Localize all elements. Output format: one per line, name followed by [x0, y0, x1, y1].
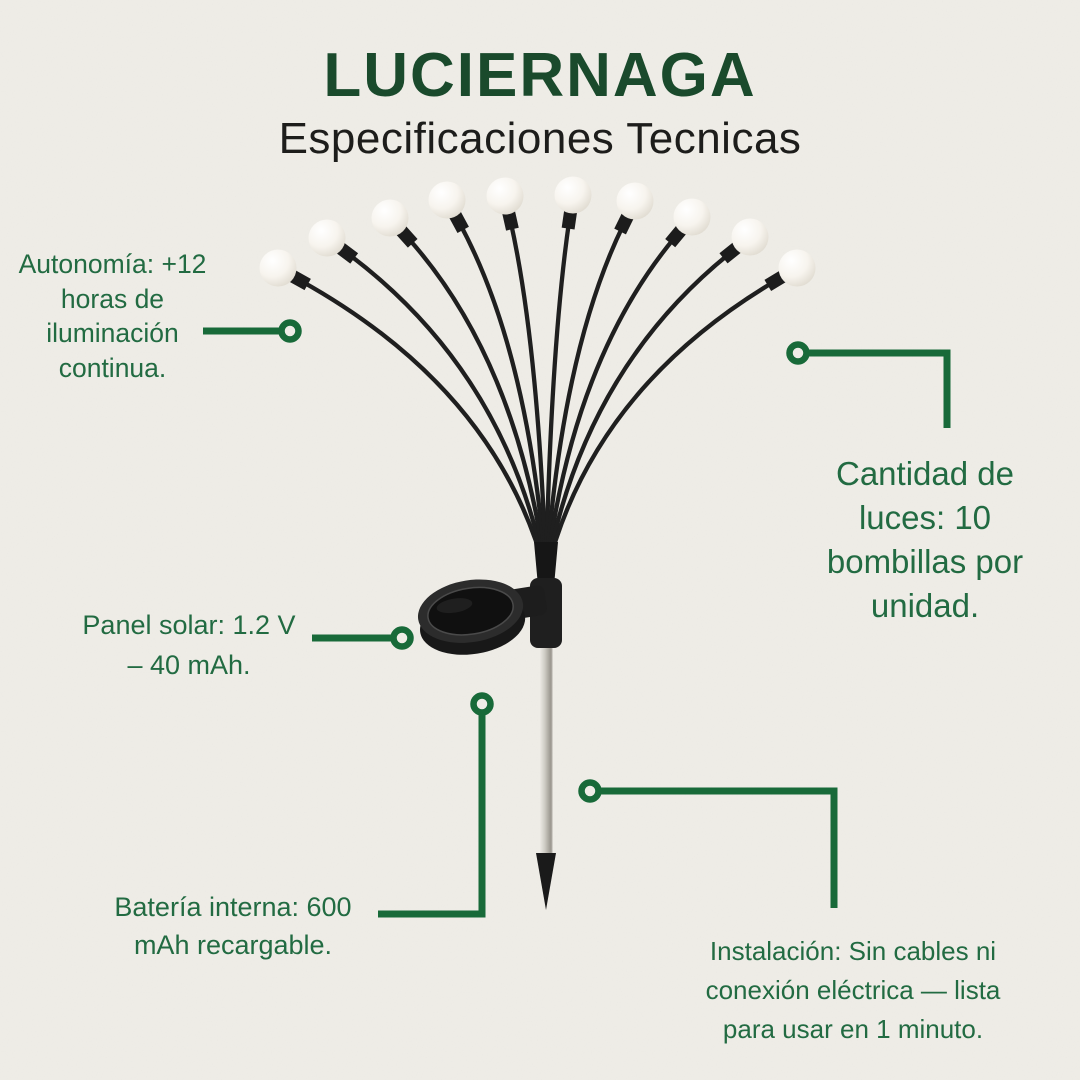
- page-title: LUCIERNAGA: [323, 41, 757, 110]
- light-bulb: [486, 177, 524, 215]
- light-bulb: [371, 199, 409, 237]
- annotation-autonomia: Autonomía: +12 horas de iluminación cont…: [18, 249, 207, 383]
- panel-glare: [436, 598, 473, 614]
- light-stem: [457, 220, 549, 577]
- connector-instalacion-line: [600, 787, 838, 908]
- connector-cantidad-line: [808, 349, 951, 428]
- light-stem: [543, 234, 678, 577]
- light-stem: [345, 251, 549, 577]
- stake-tip: [536, 853, 556, 910]
- solar-panel: [417, 579, 547, 655]
- light-bulb: [554, 176, 592, 214]
- light-bulb: [673, 198, 711, 236]
- light-stem: [405, 235, 549, 577]
- stem-bundle-wrap: [534, 542, 558, 586]
- annotation-instalacion: Instalación: Sin cables ni conexión eléc…: [705, 936, 1001, 1044]
- light-bulb: [616, 182, 654, 220]
- light-bulb: [259, 249, 297, 287]
- light-stem: [508, 219, 549, 577]
- connectors-group: [203, 319, 951, 918]
- bulbs-group: [259, 176, 816, 291]
- light-bulb: [428, 181, 466, 219]
- connector-autonomia-ring: [278, 319, 302, 343]
- light-stem: [543, 251, 732, 577]
- connector-cantidad-ring: [786, 341, 810, 365]
- light-stem: [543, 279, 777, 577]
- header: LUCIERNAGA Especificaciones Tecnicas: [0, 44, 1080, 166]
- stems-group: [298, 218, 777, 577]
- light-stem: [298, 278, 549, 577]
- ground-stake: [539, 640, 553, 858]
- annotation-panel-solar: Panel solar: 1.2 V – 40 mAh.: [82, 610, 296, 680]
- light-bulb: [731, 218, 769, 256]
- connector-bateria-line: [378, 714, 486, 918]
- light-stem: [543, 218, 572, 577]
- solar-cell: [427, 586, 514, 636]
- page-subtitle: Especificaciones Tecnicas: [278, 114, 802, 163]
- connector-instalacion-ring: [578, 779, 602, 803]
- annotation-cantidad: Cantidad de luces: 10 bombillas por unid…: [826, 455, 1024, 624]
- light-bulb: [308, 219, 346, 257]
- light-stem: [543, 222, 626, 577]
- annotation-bateria: Batería interna: 600 mAh recargable.: [114, 892, 352, 960]
- connector-panel-ring: [390, 626, 414, 650]
- connector-bateria-ring: [470, 692, 494, 716]
- light-bulb: [778, 249, 816, 287]
